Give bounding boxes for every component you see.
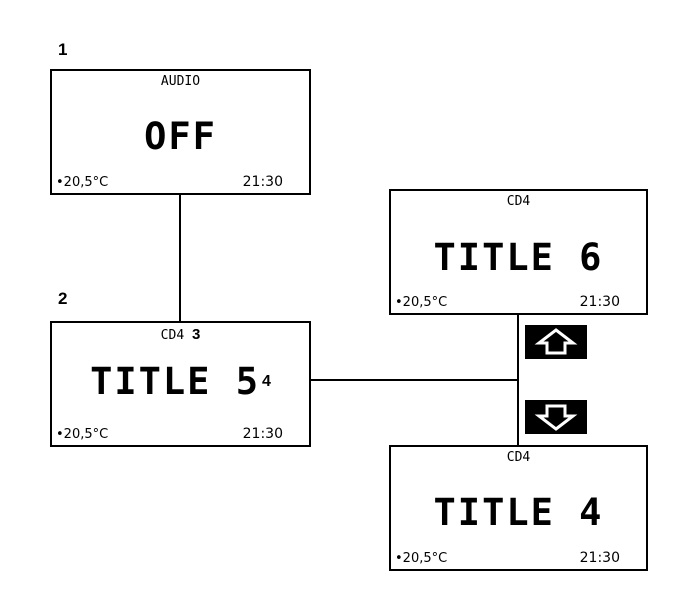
display-screen-audio-off: AUDIO OFF •20,5°C 21:30 xyxy=(50,69,311,195)
clock-readout: 21:30 xyxy=(242,174,283,190)
clock-readout: 21:30 xyxy=(579,550,620,566)
connector-screen1-screen2 xyxy=(179,194,181,323)
callout-4: 4 xyxy=(262,373,271,390)
main-text: TITLE 6 xyxy=(433,236,604,279)
up-arrow-key[interactable] xyxy=(525,325,587,359)
down-arrow-key[interactable] xyxy=(525,400,587,434)
arrow-down-icon xyxy=(534,404,578,431)
source-label: CD4 3 xyxy=(52,327,309,342)
callout-1: 1 xyxy=(58,40,68,59)
callout-3: 3 xyxy=(191,326,201,343)
connector-branch-vertical xyxy=(517,313,519,447)
source-label: CD4 xyxy=(506,194,531,209)
main-text: OFF xyxy=(144,115,217,158)
clock-readout: 21:30 xyxy=(579,294,620,310)
clock-readout: 21:30 xyxy=(242,426,283,442)
temperature-readout: •20,5°C xyxy=(56,175,109,190)
title-text: TITLE 5 xyxy=(90,360,261,403)
arrow-up-icon xyxy=(534,328,578,355)
source-label: CD4 xyxy=(506,450,531,465)
temperature-readout: •20,5°C xyxy=(395,295,448,310)
source-text: CD4 xyxy=(160,328,185,343)
temperature-readout: •20,5°C xyxy=(56,427,109,442)
source-label: AUDIO xyxy=(160,74,201,89)
main-text: TITLE 4 xyxy=(433,491,604,534)
display-screen-title-6: CD4 TITLE 6 •20,5°C 21:30 xyxy=(389,189,648,315)
temperature-readout: •20,5°C xyxy=(395,551,448,566)
display-screen-title-4: CD4 TITLE 4 •20,5°C 21:30 xyxy=(389,445,648,571)
connector-screen2-branch xyxy=(309,379,519,381)
callout-2: 2 xyxy=(58,289,68,308)
